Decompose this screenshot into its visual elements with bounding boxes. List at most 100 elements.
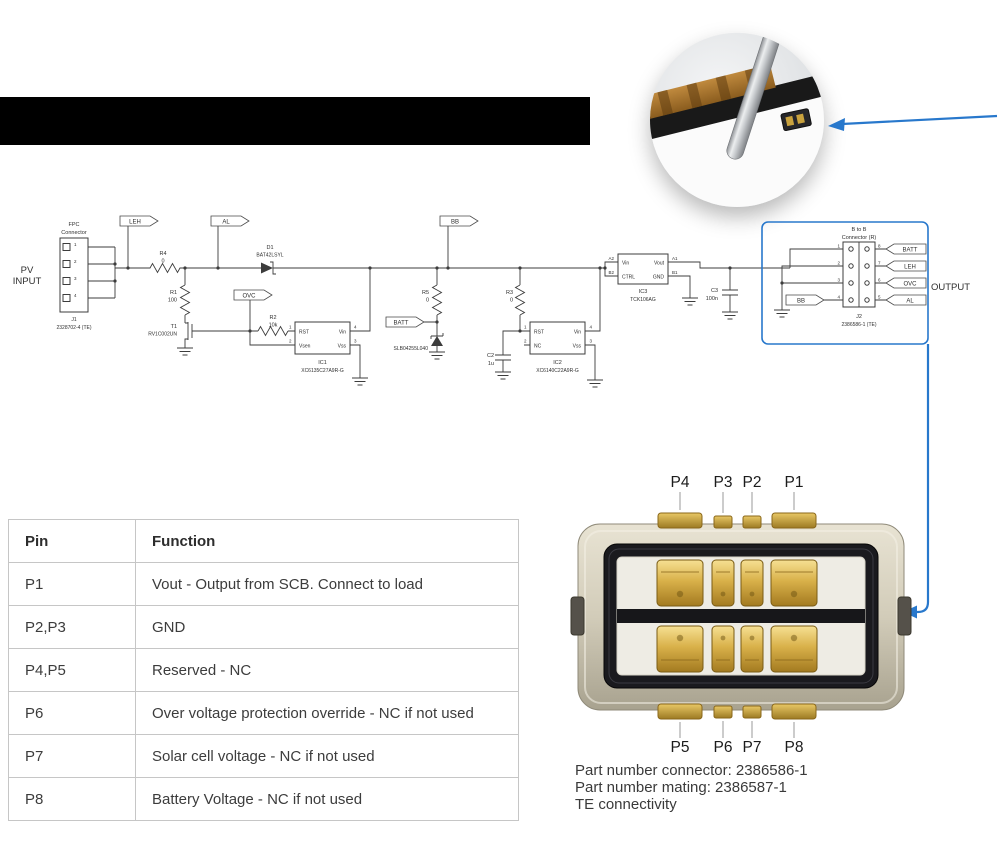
cell-pin: P8: [8, 777, 136, 821]
resistor-r4: [148, 262, 182, 274]
j2-pin7-num: 7: [878, 261, 881, 266]
d1-value: BAT42LSYL: [256, 253, 283, 259]
cell-pin: P2,P3: [8, 605, 136, 649]
r4-ref: R4: [159, 251, 166, 257]
ic2-pin2-num: 2: [524, 339, 527, 344]
cell-pin: P7: [8, 734, 136, 778]
resistor-r2: [257, 325, 289, 337]
ic1-ref: IC1: [318, 360, 327, 366]
transistor-t1: [184, 322, 193, 348]
ic1-pin1-num: 1: [289, 325, 292, 330]
diode-d1: [261, 261, 276, 275]
redacted-title-bar: [0, 97, 590, 145]
pin-label-p5: P5: [671, 739, 690, 756]
net-tag-ovc: OVC: [233, 289, 273, 301]
ic2-pin-vin: Vin: [574, 330, 581, 336]
t1-ref: T1: [171, 324, 177, 330]
table-row: P6 Over voltage protection override - NC…: [8, 691, 519, 735]
ic1-block: RST Vsen Vin Vss 1 2 4 3 IC1 XC6135C27A9…: [289, 321, 357, 374]
main-wires: [71, 246, 886, 310]
ic3-pin-vout: Vout: [654, 261, 665, 267]
table-row: P4,P5 Reserved - NC: [8, 648, 519, 692]
pv-input-line2: INPUT: [13, 276, 42, 287]
c2-ref: C2: [487, 353, 494, 359]
cell-function: Solar cell voltage - NC if not used: [135, 734, 519, 778]
tag-ovc-label: OVC: [242, 294, 256, 300]
connector-render: P4 P3 P2 P1 P5 P6 P7 P8: [570, 474, 912, 756]
ic2-pin3-num: 3: [590, 339, 593, 344]
j2-pin4-num: 4: [837, 295, 840, 300]
tag-batt-label: BATT: [394, 321, 409, 327]
ic3-part: TCK106AG: [630, 297, 656, 303]
ic1-pin2-num: 2: [289, 339, 292, 344]
pin-labels-top: P4 P3 P2 P1: [671, 474, 804, 491]
net-tag-al: AL: [210, 215, 250, 227]
ic3-ref: IC3: [639, 289, 648, 295]
blue-callout-box: [761, 221, 929, 345]
pin-labels-bottom: P5 P6 P7 P8: [671, 739, 804, 756]
j2-pin2-num: 2: [837, 261, 840, 266]
ic1-part: XC6135C27A9R-G: [301, 368, 344, 374]
side-notch-left: [570, 596, 585, 636]
ic2-pin-vss: Vss: [573, 344, 582, 350]
fpc-label-line1: FPC: [69, 222, 80, 228]
ic1-pin4-num: 4: [354, 325, 357, 330]
j1-pin3-number: 3: [74, 276, 77, 281]
pin-label-p3: P3: [714, 474, 733, 491]
callout-arrow-top: [828, 114, 998, 131]
r2-value: 10k: [269, 323, 278, 329]
table-row: P8 Battery Voltage - NC if not used: [8, 777, 519, 821]
ic2-block: RST NC Vin Vss 1 2 4 3 IC2 XC6140C22A9R-…: [524, 321, 593, 374]
j2-part: 2386586-1 (TE): [841, 322, 876, 328]
ic2-pin-nc: NC: [534, 344, 542, 350]
part-number-connector: Part number connector: 2386586-1: [575, 762, 808, 779]
cell-pin: P4,P5: [8, 648, 136, 692]
cell-function: Battery Voltage - NC if not used: [135, 777, 519, 821]
pin-leader-lines: [679, 492, 795, 738]
j1-pin2-number: 2: [74, 259, 77, 264]
j2-tag-ovc: OVC: [903, 282, 917, 288]
t1-value: RV1C002UN: [148, 332, 177, 338]
j2-pin8-num: 8: [878, 244, 881, 249]
net-tag-batt: BATT: [385, 316, 425, 328]
r1-ref: R1: [170, 290, 177, 296]
c3-ref: C3: [711, 288, 718, 294]
capacitor-c2: [495, 354, 511, 361]
ic1-pin3-num: 3: [354, 339, 357, 344]
part-info: Part number connector: 2386586-1 Part nu…: [575, 762, 808, 813]
j2-tag-batt: BATT: [903, 248, 918, 254]
resistor-r3: [514, 284, 526, 316]
junction-dots: [113, 262, 784, 333]
tag-al-label: AL: [222, 220, 230, 226]
j2-pin6-num: 6: [878, 278, 881, 283]
te-connectivity-label: TE connectivity: [575, 796, 677, 813]
ic3-pin-a2: A2: [608, 256, 614, 261]
c3-value: 100n: [706, 296, 718, 302]
cavity: [616, 556, 866, 676]
j2-title-line1: B to B: [852, 227, 867, 233]
r5-ref: R5: [422, 290, 429, 296]
pin-function-table: Pin Function P1 Vout - Output from SCB. …: [8, 519, 519, 821]
side-notch-right: [897, 596, 912, 636]
callout-arrow-side: [903, 344, 930, 619]
r5-value: 0: [426, 298, 429, 304]
tag-bb-label: BB: [451, 220, 459, 226]
solder-pads: [657, 512, 817, 720]
d1-ref: D1: [266, 245, 273, 251]
pin-label-p6: P6: [714, 739, 733, 756]
white-device: [650, 64, 824, 207]
tag-leh-label: LEH: [129, 220, 141, 226]
ground-symbols: [177, 297, 790, 388]
cell-function: Reserved - NC: [135, 648, 519, 692]
ic2-part: XC6140C22A9R-G: [536, 368, 579, 374]
j2-connector: 1 2 3 4 8 7 6 5 BATT LEH OVC AL BB B to …: [785, 227, 927, 328]
ic2-ref: IC2: [553, 360, 562, 366]
r4-value: 0: [161, 259, 164, 265]
ic2-pin-rst: RST: [534, 330, 544, 336]
mounted-connector: [780, 108, 812, 132]
fpc-label-line2: Connector: [61, 230, 87, 236]
connector-body: [577, 523, 905, 711]
cell-function: Vout - Output from SCB. Connect to load: [135, 562, 519, 606]
pin-label-p4: P4: [671, 474, 690, 491]
